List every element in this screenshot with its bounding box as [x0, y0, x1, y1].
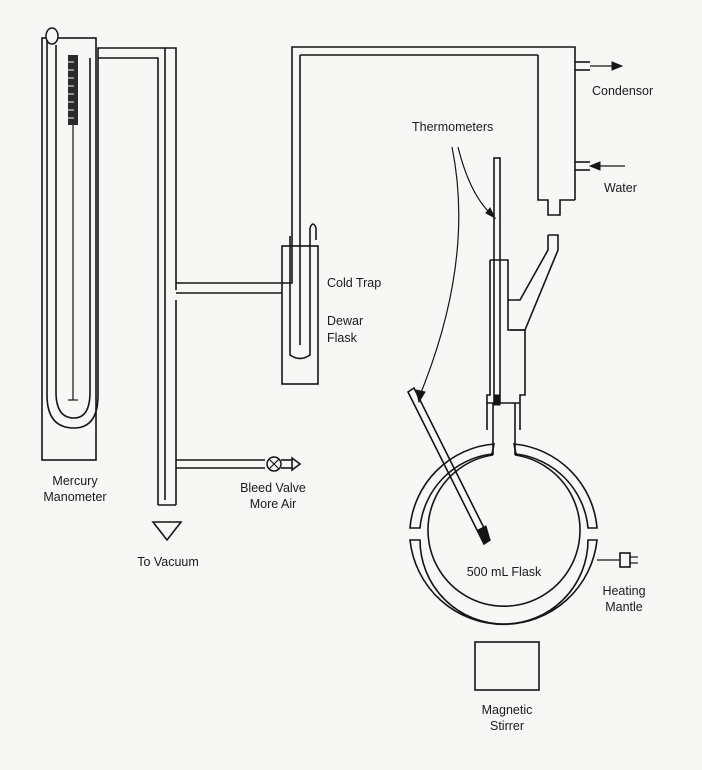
flask-assembly	[406, 386, 638, 626]
water-label: Water	[604, 181, 637, 195]
manometer-inner-tube	[55, 45, 91, 419]
condensor-label: Condensor	[592, 84, 653, 98]
flask-label: 500 mL Flask	[467, 565, 542, 579]
vacuum-tube-left-wall	[98, 57, 159, 505]
trap-connector-upper	[176, 46, 576, 284]
water-arrow-icon	[588, 161, 601, 171]
500ml-flask	[427, 454, 581, 607]
cold-trap	[281, 223, 319, 385]
heating-label-2: Mantle	[605, 600, 643, 614]
upper-thermometer	[493, 157, 501, 404]
dewar-label-2: Flask	[327, 331, 358, 345]
manometer-scale-marks	[68, 55, 78, 125]
heating-mantle	[513, 443, 598, 529]
bleed-valve-branch	[176, 456, 302, 472]
vacuum-tube-right-wall	[165, 47, 177, 290]
manometer-tick-marks	[68, 61, 74, 119]
manometer-bulb	[45, 27, 59, 45]
cold-trap-tube	[289, 228, 311, 360]
stirrer-label-2: Stirrer	[490, 719, 524, 733]
to-vacuum-label: To Vacuum	[137, 555, 199, 569]
magnetic-stirrer	[474, 641, 540, 691]
manometer-outer-tube	[46, 38, 166, 500]
side-arm	[510, 234, 559, 331]
mercury-manometer	[41, 27, 166, 500]
distillation-head	[486, 157, 559, 430]
dewar-label-1: Dewar	[327, 314, 363, 328]
condenser-body	[537, 55, 575, 216]
condenser	[537, 55, 625, 216]
cold-trap-label: Cold Trap	[327, 276, 381, 290]
stirrer-label-1: Magnetic	[482, 703, 533, 717]
mercury-label-2: Manometer	[43, 490, 106, 504]
more-air-label: More Air	[250, 497, 297, 511]
thermometers-label: Thermometers	[412, 120, 493, 134]
power-plug-icon	[619, 552, 631, 568]
condensor-arrow-icon	[611, 61, 624, 71]
heating-label-1: Heating	[602, 584, 645, 598]
thermometer-pointer-1	[457, 146, 493, 216]
vacuum-arrow-icon	[151, 521, 183, 542]
thermometer-pointer-2	[419, 146, 460, 396]
mercury-label-1: Mercury	[52, 474, 98, 488]
manometer-board	[41, 37, 97, 461]
bleed-valve-label: Bleed Valve	[240, 481, 306, 495]
vacuum-line	[98, 47, 183, 542]
